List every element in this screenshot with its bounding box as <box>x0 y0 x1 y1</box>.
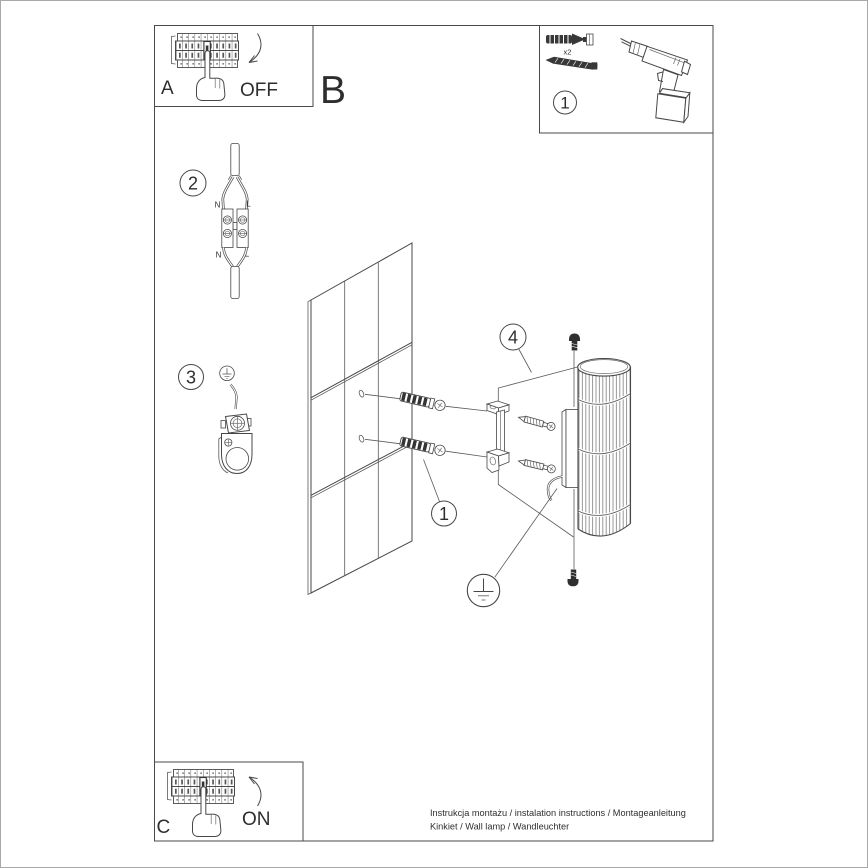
arrow-head <box>248 55 258 63</box>
footer-line1: Instrukcja montażu / instalation instruc… <box>430 808 686 818</box>
content-frame <box>154 25 714 842</box>
step-3-number: 3 <box>186 368 196 388</box>
step-4-badge: 4 <box>499 323 532 373</box>
on-label: ON <box>242 809 271 830</box>
arrow-down-icon <box>248 33 262 63</box>
off-label: OFF <box>240 80 278 101</box>
step-3-badge <box>178 364 204 390</box>
anchor-quantity-label: x2 <box>564 48 572 57</box>
arrow-head-c <box>248 776 258 785</box>
drill-hole-top <box>358 389 365 398</box>
wiring-step: 2 N L N L <box>179 143 251 299</box>
section-b-label: B <box>320 69 346 112</box>
step-2-number: 2 <box>188 174 198 194</box>
wall-plug-icon <box>546 33 594 46</box>
ground-wire-terminal-icon <box>220 383 252 434</box>
terminal-screws <box>222 215 248 238</box>
ground-symbol-large-icon <box>466 488 558 608</box>
wire-l-bottom-label: L <box>245 250 250 259</box>
step-1-tools-number: 1 <box>560 94 569 113</box>
mounting-plate-icon <box>218 433 253 475</box>
step-1-anchors-number: 1 <box>439 504 449 524</box>
wiring-diagram-icon: N L N L <box>215 143 251 299</box>
wire-n-top-label: N <box>215 201 221 210</box>
wall-lamp-body <box>577 357 632 537</box>
panel-c-power-on: C ON <box>154 761 304 842</box>
assembly-leader-lines <box>364 393 488 458</box>
lamp-screw-top-icon <box>569 333 580 351</box>
panel-c-label: C <box>157 817 171 838</box>
footer-line2: Kinkiet / Wall lamp / Wandleuchter <box>430 822 569 832</box>
tools-box-border <box>539 25 714 134</box>
drill-hole-bottom <box>358 434 365 443</box>
panel-a-power-off: A OFF <box>154 25 314 107</box>
panel-a-label: A <box>161 78 174 99</box>
wall-bracket-icon <box>485 400 511 473</box>
step-2-badge <box>179 169 207 197</box>
ground-terminal-step: 3 <box>178 364 253 475</box>
tools-box: x2 1 <box>539 25 714 134</box>
step-1-tools-badge: 1 <box>553 90 577 115</box>
wire-n-bottom-label: N <box>216 251 222 260</box>
wire-l-top-label: L <box>246 200 251 209</box>
panel-a-box <box>154 25 314 107</box>
arrow-up-icon <box>248 776 262 807</box>
screw-icon <box>545 56 598 70</box>
panel-c-box <box>154 761 304 842</box>
drill-icon <box>620 38 692 125</box>
step-4-number: 4 <box>508 328 518 348</box>
step-1-anchors-badge: 1 <box>423 459 457 527</box>
tiled-wall <box>307 242 413 596</box>
lamp-fluting <box>578 366 631 537</box>
footer: Instrukcja montażu / instalation instruc… <box>430 808 686 832</box>
ground-symbol-small-icon <box>219 365 235 382</box>
lamp-screw-bottom-icon <box>567 569 579 587</box>
